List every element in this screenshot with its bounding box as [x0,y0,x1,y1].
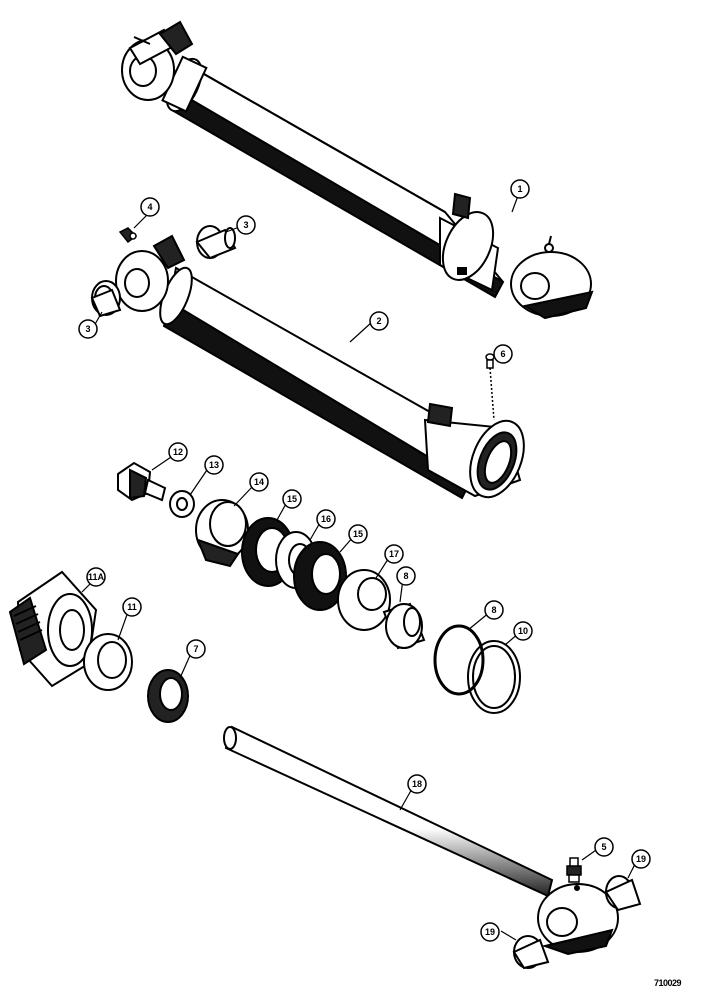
callout-circle [480,922,500,942]
callout-circle [86,567,106,587]
callout-label-17: 17 [389,549,399,559]
callout-label-8: 8 [403,571,408,581]
washer [169,490,195,518]
callout-circle [484,600,504,620]
callout-label-12: 12 [173,447,183,457]
callout-circle [407,774,427,794]
callout-label-1: 1 [517,184,522,194]
cylinder-barrel [115,234,525,500]
callout-circle [186,639,206,659]
callout-circle [631,849,651,869]
piston-spacer [195,499,249,568]
callout-label-18: 18 [412,779,422,789]
wear-ring [382,602,426,650]
piston-seal [293,541,347,611]
bushing [512,935,550,970]
callout-label-15: 15 [287,494,297,504]
callout-label-16: 16 [321,514,331,524]
callout-circle [122,597,142,617]
callout-label-6: 6 [500,349,505,359]
callout-label-10: 10 [518,626,528,636]
callout-label-13: 13 [209,460,219,470]
callout-label-11: 11 [127,602,137,612]
callout-label-5: 5 [601,842,606,852]
callout-circle [513,621,533,641]
rod-seal [83,633,133,691]
callout-circle [348,524,368,544]
callout-circle [594,837,614,857]
callout-circle [78,319,98,339]
callout-circle [369,311,389,331]
callout-circle [236,215,256,235]
callout-circle [168,442,188,462]
grease-fitting [566,857,582,883]
cylinder-head [8,570,98,688]
callout-label-3: 3 [85,324,90,334]
callout-label-19: 19 [636,854,646,864]
grease-fitting [485,353,495,421]
callout-circle [396,566,416,586]
callout-label-3: 3 [243,220,248,230]
callout-circle [316,509,336,529]
backup-ring [467,640,521,714]
bushing [195,225,237,260]
bushing [604,875,642,912]
rod-wiper-seal [147,669,189,723]
callout-label-8: 8 [491,605,496,615]
callout-circle [282,489,302,509]
piston-rod [223,725,619,956]
callout-circle [510,179,530,199]
cylinder-assembly [121,20,594,320]
callout-label-11a: 11A [88,572,105,582]
grease-fitting [118,227,138,244]
callout-label-2: 2 [376,316,381,326]
callout-circle [249,472,269,492]
callout-circle [384,544,404,564]
bushing [90,280,122,318]
piston-washer [337,569,391,631]
o-ring [433,624,485,696]
bolt [117,461,167,502]
callout-label-15: 15 [353,529,363,539]
figure-id: 710029 [654,978,682,988]
callout-label-14: 14 [254,477,264,487]
callout-label-7: 7 [193,644,198,654]
callout-circle [204,455,224,475]
callout-label-4: 4 [147,202,152,212]
callout-label-19: 19 [485,927,495,937]
callout-circle [493,344,513,364]
callout-circle [140,197,160,217]
